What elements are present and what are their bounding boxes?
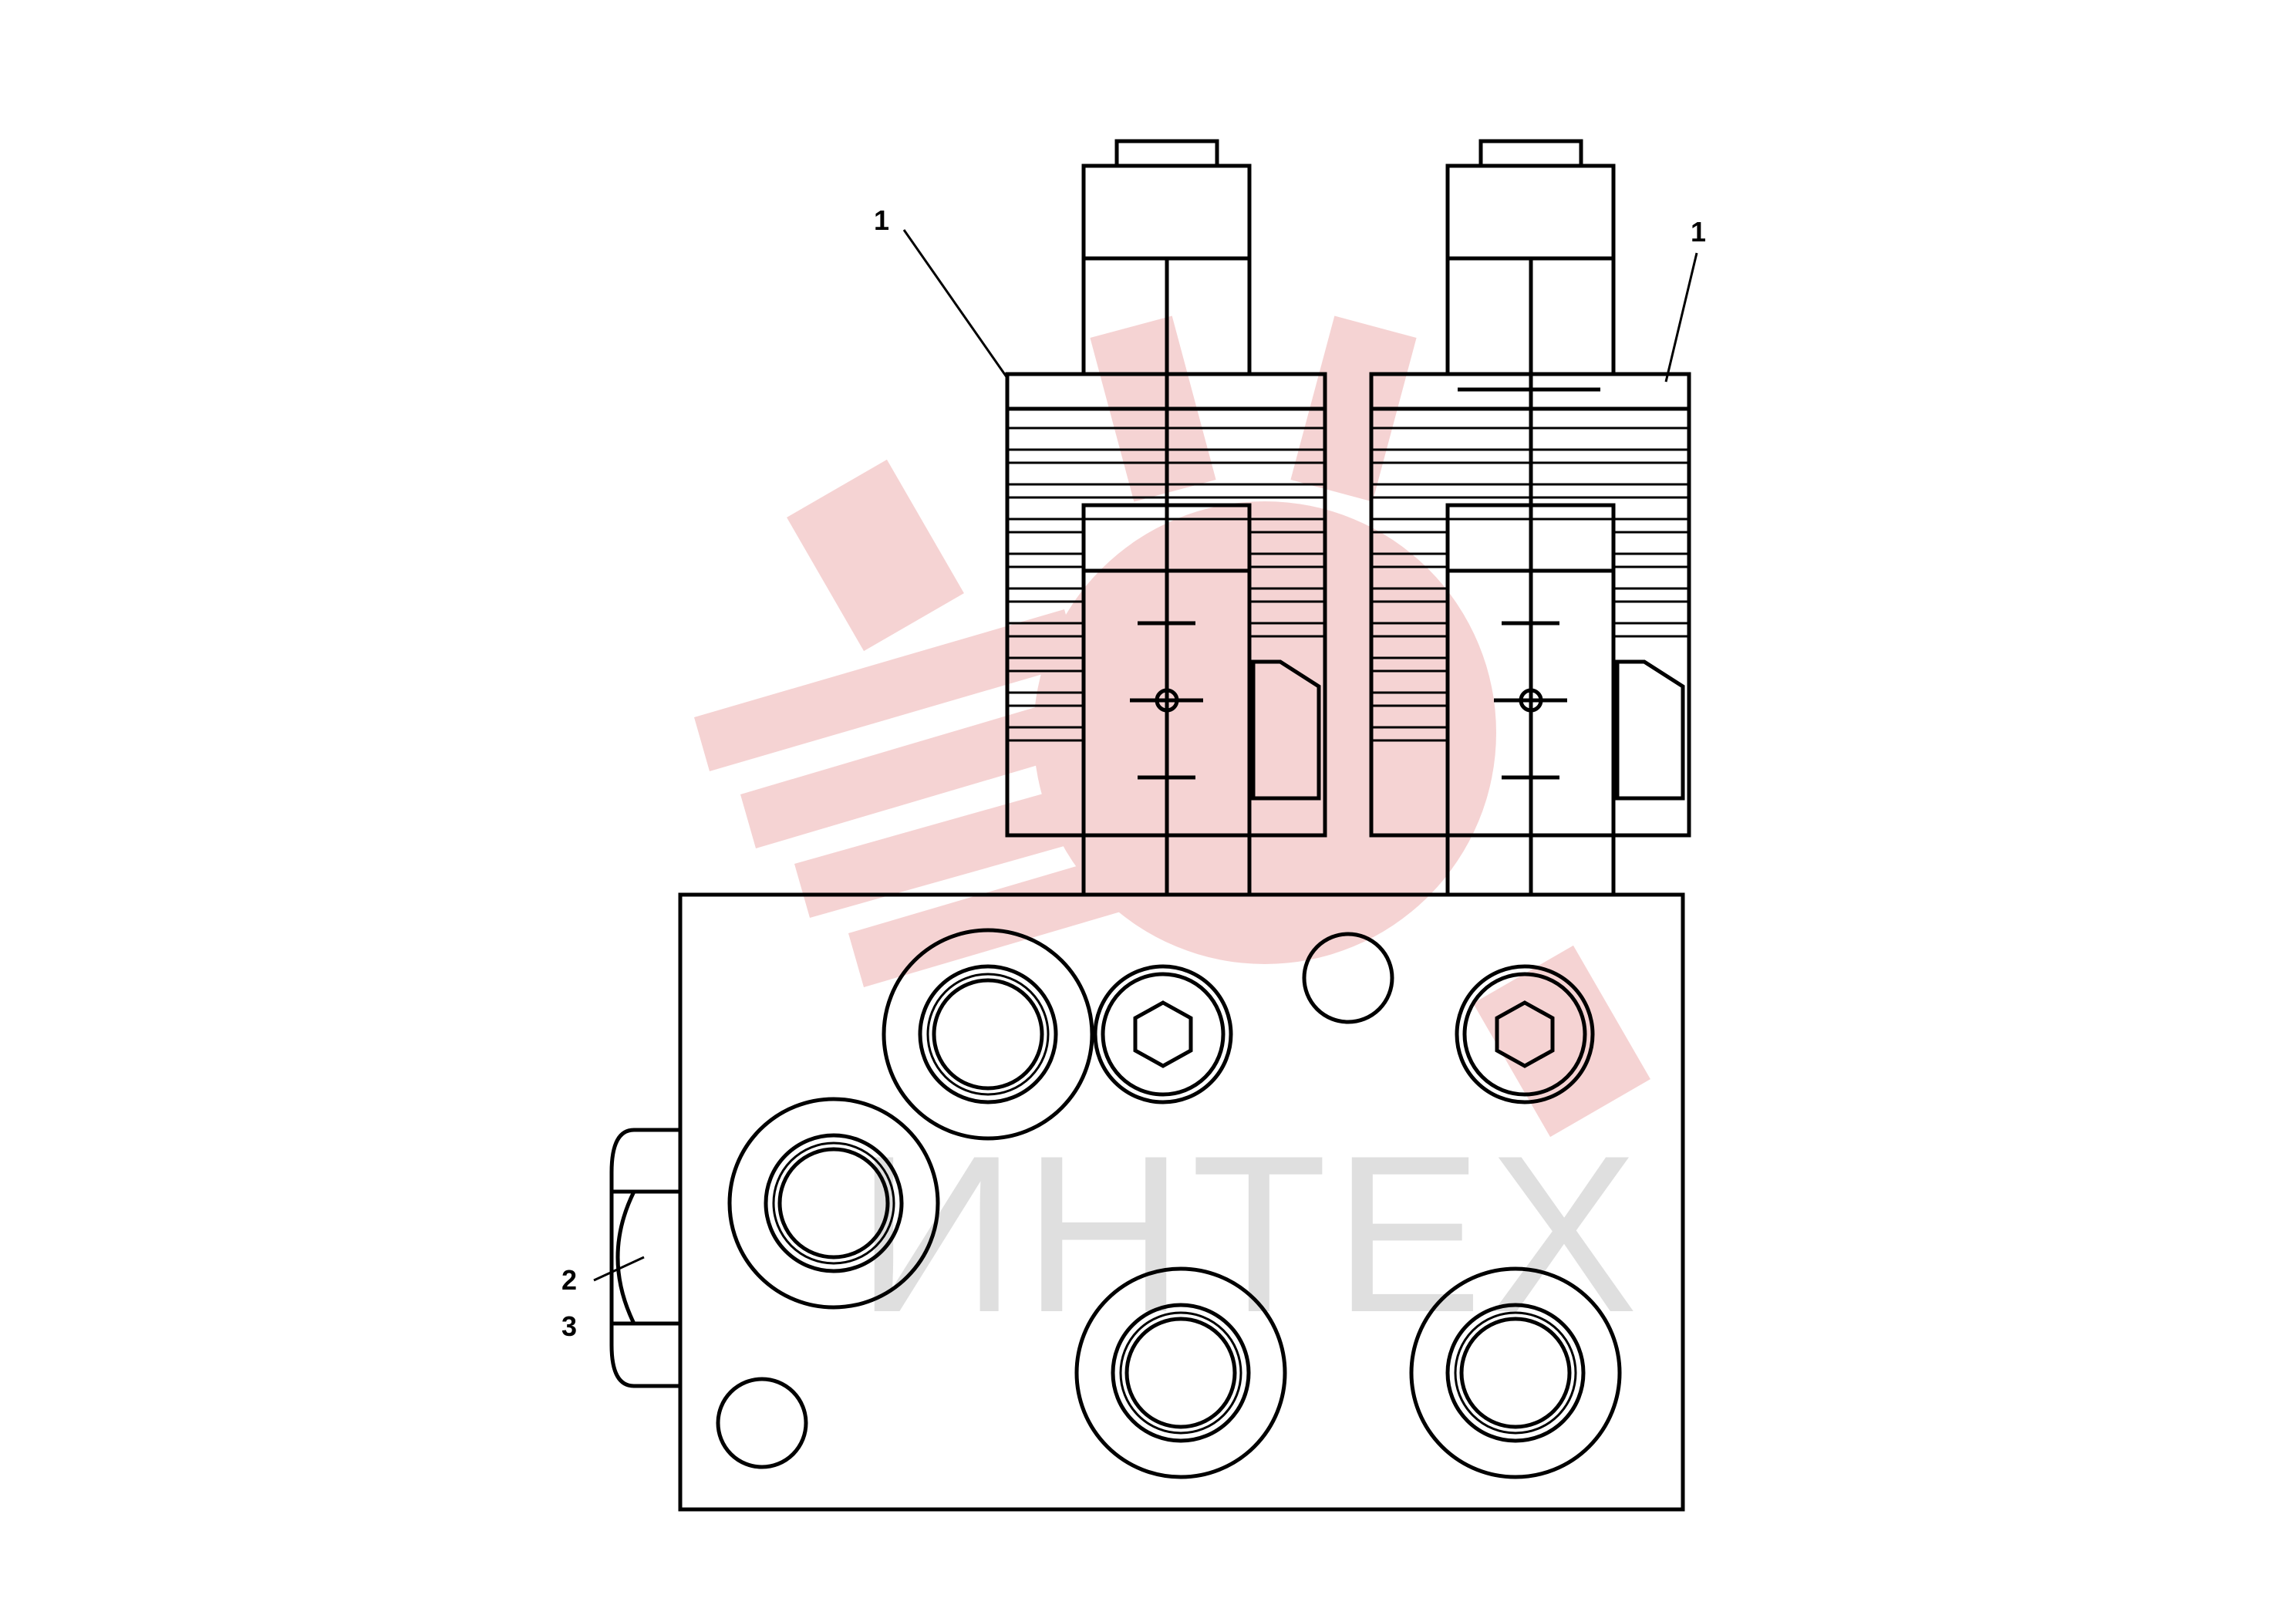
hole-small-top bbox=[1302, 932, 1394, 1024]
hex-plug-right bbox=[1455, 964, 1595, 1104]
leader-line-2 bbox=[593, 1256, 645, 1282]
hole-small-bottom-left bbox=[716, 1377, 808, 1469]
callout-1-left: 1 bbox=[874, 204, 889, 236]
watermark-text: ИНТЕХ bbox=[856, 1109, 1644, 1359]
coil-fins-left bbox=[1007, 427, 1325, 742]
callout-1-right: 1 bbox=[1691, 216, 1706, 248]
coil-fins-right bbox=[1371, 427, 1689, 742]
manifold-body bbox=[678, 892, 1685, 1512]
side-hex-plug bbox=[609, 1128, 680, 1388]
port-left-large bbox=[727, 1097, 940, 1310]
hex-plug-left bbox=[1093, 964, 1233, 1104]
solenoid-valve-left bbox=[1005, 139, 1327, 895]
port-bottom-middle bbox=[1074, 1266, 1287, 1479]
manifold-block bbox=[678, 892, 1685, 1512]
port-upper-large bbox=[882, 928, 1094, 1141]
leader-line-1-right bbox=[1664, 252, 1698, 383]
intech-watermark: ИНТЕХ bbox=[694, 315, 1650, 1359]
port-bottom-right bbox=[1409, 1266, 1622, 1479]
callout-2: 2 bbox=[561, 1264, 577, 1296]
solenoid-valve-right bbox=[1369, 139, 1691, 895]
leader-line-1-left bbox=[902, 229, 1009, 379]
callout-3: 3 bbox=[561, 1310, 577, 1342]
callouts: 1 1 2 3 bbox=[561, 204, 1706, 1342]
